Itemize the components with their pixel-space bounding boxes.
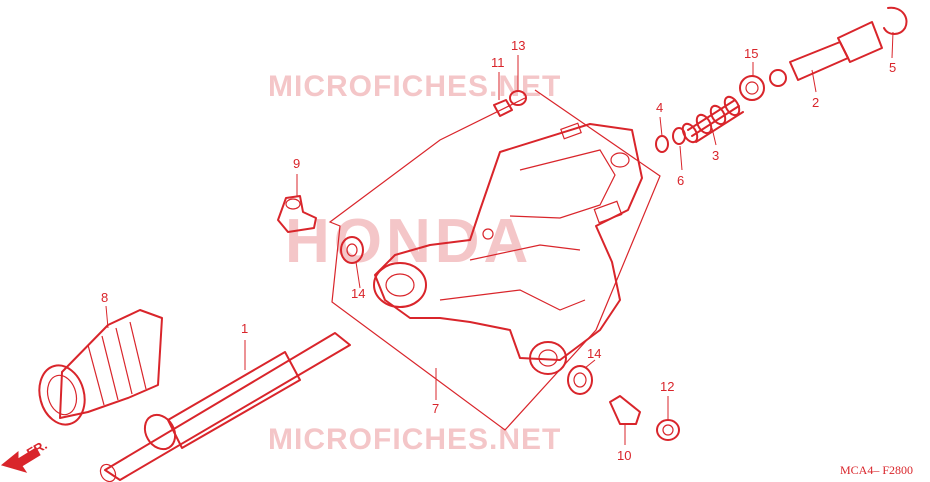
bearing-part-15 [739, 75, 765, 101]
lock-nut-part-12 [656, 419, 680, 441]
callout-8: 8 [101, 290, 108, 305]
callout-12: 12 [660, 379, 674, 394]
swingarm-part [373, 122, 643, 375]
callout-9: 9 [293, 156, 300, 171]
callout-5: 5 [889, 60, 896, 75]
callout-1: 1 [241, 321, 248, 336]
circlip-part [883, 6, 908, 35]
callout-14-left: 14 [351, 286, 365, 301]
nut-part-11 [493, 99, 513, 117]
callout-15: 15 [744, 46, 758, 61]
watermark-top: MICROFICHES.NET [268, 70, 561, 103]
callout-4: 4 [656, 100, 663, 115]
pivot-bolt-part-9 [277, 195, 317, 233]
callout-6: 6 [677, 173, 684, 188]
figure-code: MCA4– F2800 [840, 463, 913, 477]
shaft-part [769, 21, 883, 87]
callout-11: 11 [491, 55, 505, 70]
callout-2: 2 [812, 95, 819, 110]
watermark-bottom: MICROFICHES.NET [268, 423, 561, 456]
bearing-part-14-right [567, 365, 593, 395]
callout-7: 7 [432, 401, 439, 416]
spring-part [681, 95, 744, 144]
leader-lines [105, 31, 894, 445]
assembly-outline [328, 89, 661, 431]
callout-10: 10 [617, 448, 631, 463]
callout-13: 13 [511, 38, 525, 53]
callout-14-right: 14 [587, 346, 601, 361]
oring-part-6 [672, 127, 686, 145]
pivot-bolt-part-10 [609, 395, 641, 425]
washer-part-4 [655, 135, 669, 153]
callout-3: 3 [712, 148, 719, 163]
washer-part-13 [509, 90, 527, 106]
watermark-center: HONDA [285, 207, 532, 276]
boot-part [38, 309, 163, 426]
front-arrow-icon [0, 447, 41, 473]
bearing-part-14-left [340, 236, 364, 264]
drive-shaft-part [99, 332, 351, 482]
